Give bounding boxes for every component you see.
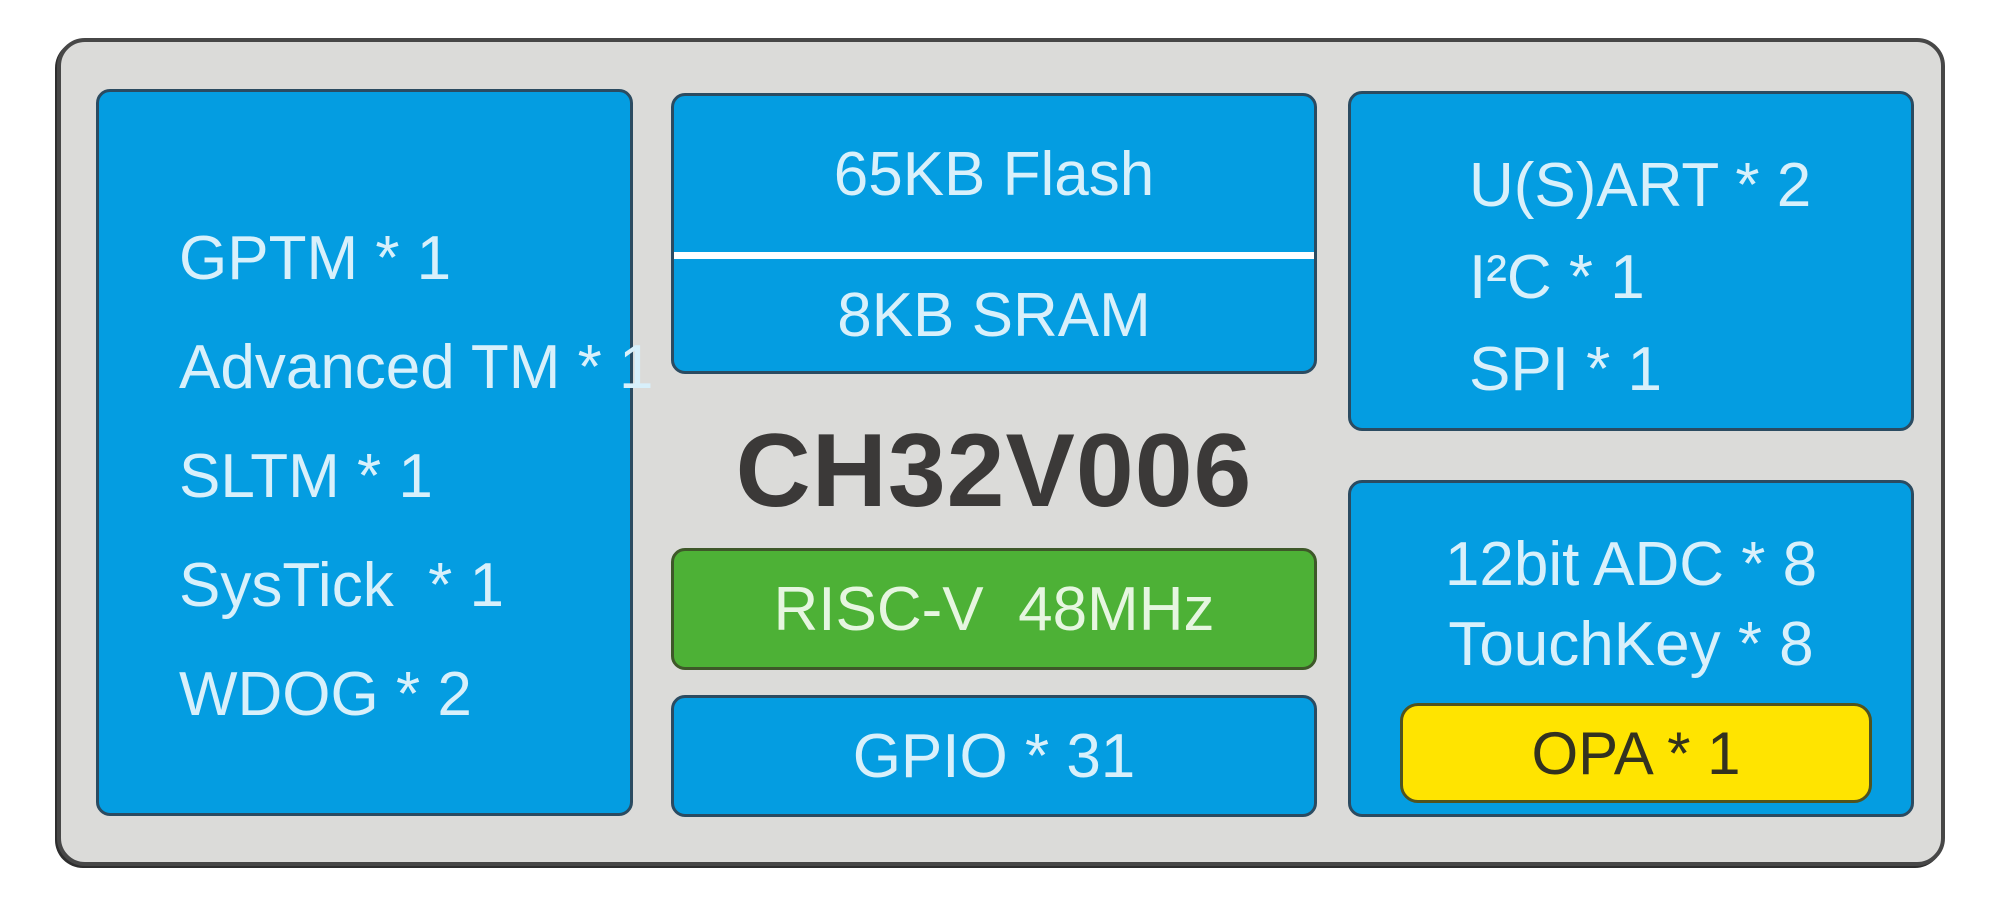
sram-cell: 8KB SRAM bbox=[674, 259, 1314, 371]
comm-item-usart: U(S)ART * 2 bbox=[1469, 151, 1812, 220]
timer-item-advanced-tm: Advanced TM * 1 bbox=[179, 333, 654, 402]
opa-box: OPA * 1 bbox=[1400, 703, 1872, 803]
timer-item-systick: SysTick * 1 bbox=[179, 551, 504, 620]
timer-item-sltm: SLTM * 1 bbox=[179, 442, 433, 511]
timer-item-gptm: GPTM * 1 bbox=[179, 224, 452, 293]
flash-cell: 65KB Flash bbox=[674, 96, 1314, 252]
memory-box: 65KB Flash 8KB SRAM bbox=[671, 93, 1317, 374]
cpu-core-box: RISC-V 48MHz bbox=[671, 548, 1317, 670]
chip-title: CH32V006 bbox=[735, 413, 1253, 529]
comm-item-spi: SPI * 1 bbox=[1469, 335, 1662, 404]
analog-item-touchkey: TouchKey * 8 bbox=[1448, 610, 1814, 679]
flash-label: 65KB Flash bbox=[833, 139, 1155, 209]
gpio-box: GPIO * 31 bbox=[671, 695, 1317, 817]
comm-item-i2c: I²C * 1 bbox=[1469, 243, 1645, 312]
analog-peripherals-box: 12bit ADC * 8 TouchKey * 8 OPA * 1 bbox=[1348, 480, 1914, 817]
sram-label: 8KB SRAM bbox=[837, 280, 1151, 350]
analog-item-adc: 12bit ADC * 8 bbox=[1444, 530, 1818, 599]
gpio-label: GPIO * 31 bbox=[852, 721, 1136, 791]
memory-divider bbox=[674, 252, 1314, 259]
timer-item-wdog: WDOG * 2 bbox=[179, 660, 472, 729]
timers-box: GPTM * 1 Advanced TM * 1 SLTM * 1 SysTic… bbox=[96, 89, 654, 816]
comm-peripherals-box: U(S)ART * 2 I²C * 1 SPI * 1 bbox=[1348, 91, 1914, 431]
opa-label: OPA * 1 bbox=[1531, 719, 1741, 787]
chip-outline: GPTM * 1 Advanced TM * 1 SLTM * 1 SysTic… bbox=[57, 38, 1945, 866]
cpu-core-label: RISC-V 48MHz bbox=[773, 574, 1215, 644]
